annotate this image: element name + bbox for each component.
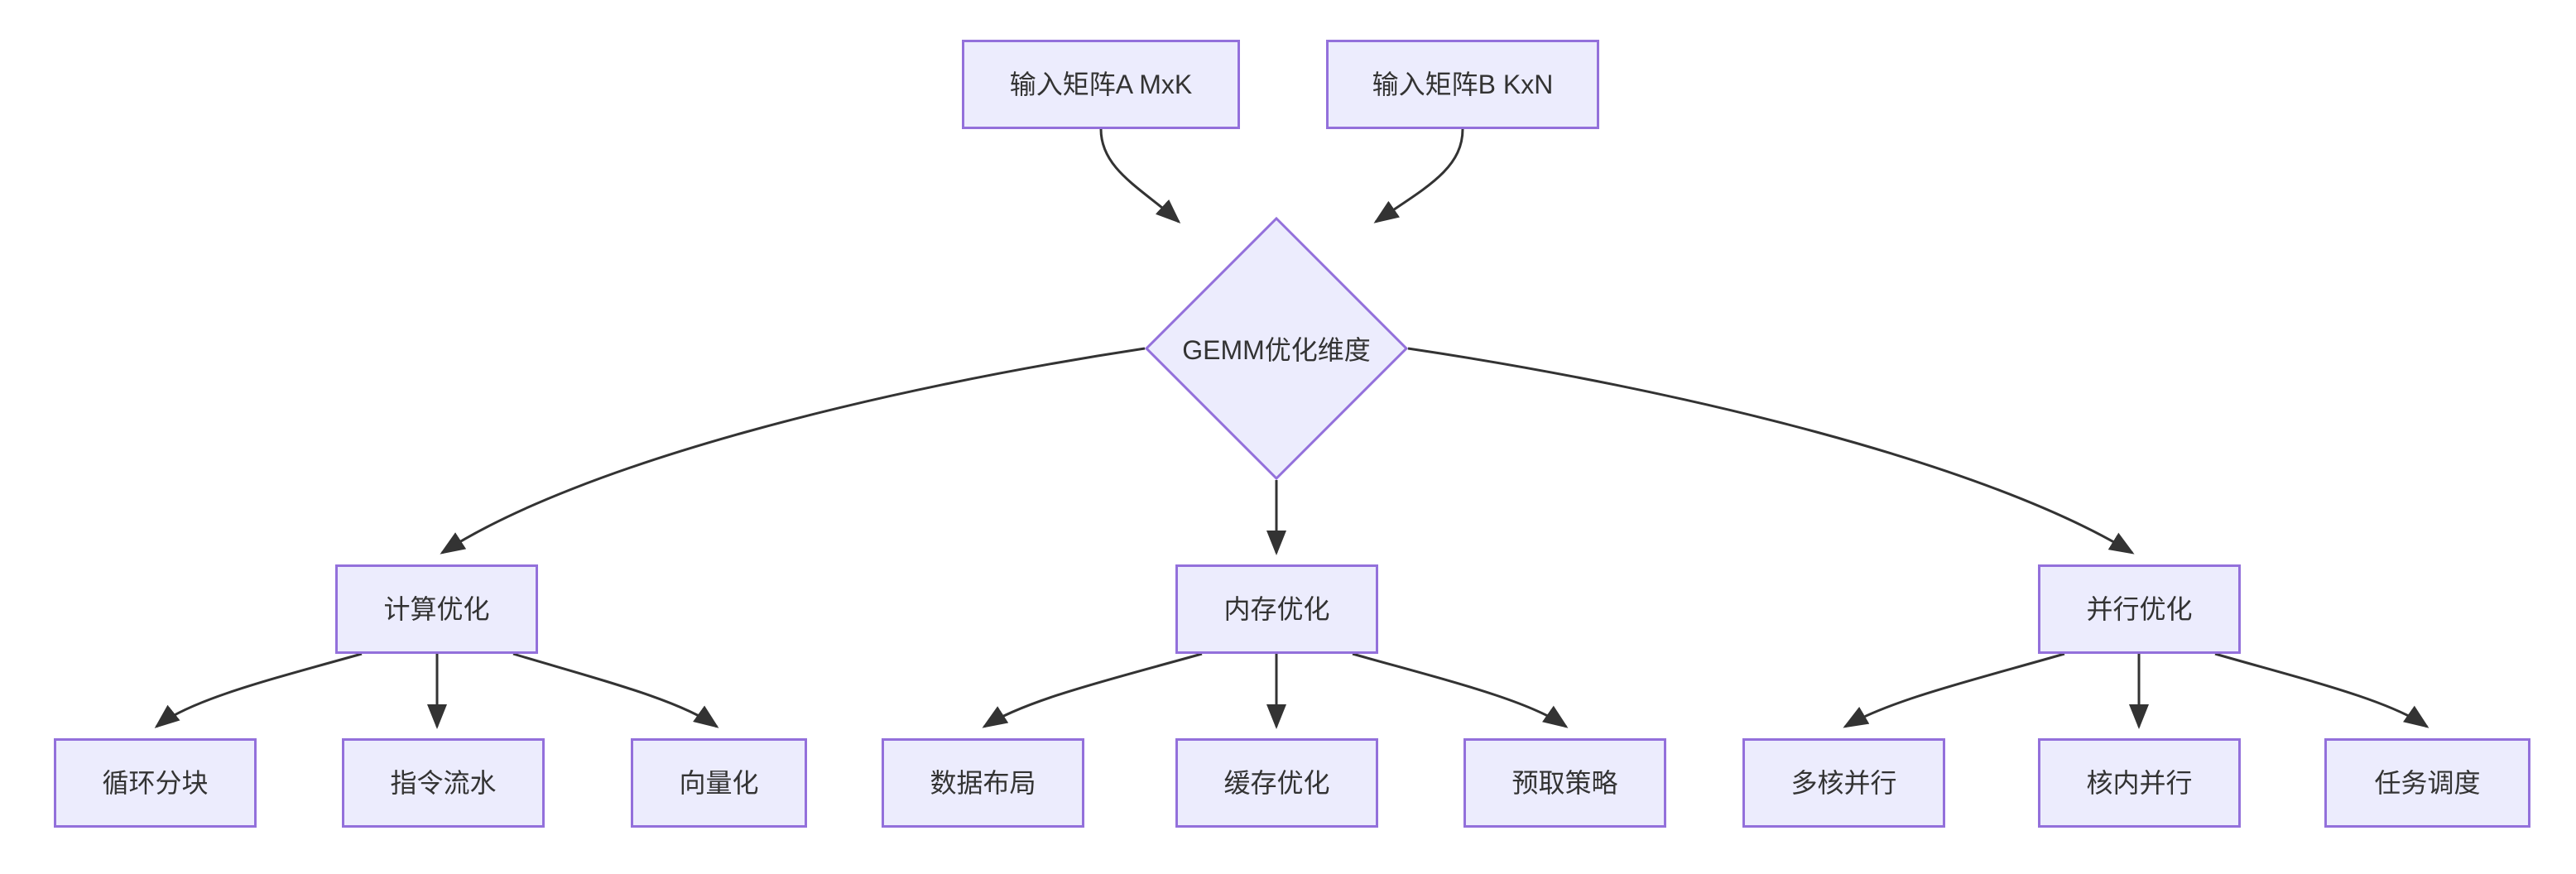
node-pipeline[interactable]: 指令流水 [342,738,545,828]
node-compute[interactable]: 计算优化 [335,564,538,654]
edge-inputA-to-gemm [1099,128,1181,224]
node-gemm[interactable]: GEMM优化维度 [1145,217,1408,480]
node-inputA[interactable]: 输入矩阵A MxK [962,40,1240,129]
edge-inputB-to-gemm [1373,128,1464,223]
node-label-inputA: 输入矩阵A MxK [1009,69,1193,99]
edge-memory-to-prefetch [1352,652,1569,728]
node-label-parallel: 并行优化 [2086,593,2193,624]
node-label-schedule: 任务调度 [2374,767,2481,798]
node-parallel[interactable]: 并行优化 [2038,564,2241,654]
edge-gemm-to-compute [440,347,1146,555]
node-intracore[interactable]: 核内并行 [2038,738,2241,828]
node-vector[interactable]: 向量化 [631,738,807,828]
node-label-compute: 计算优化 [383,593,490,624]
node-label-cache: 缓存优化 [1223,767,1330,798]
diamond-shape-gemm [1145,217,1408,480]
node-label-inputB: 输入矩阵B KxN [1372,69,1554,99]
node-prefetch[interactable]: 预取策略 [1463,738,1666,828]
node-label-multicore: 多核并行 [1790,767,1897,798]
node-label-memory: 内存优化 [1223,593,1330,624]
node-inputB[interactable]: 输入矩阵B KxN [1326,40,1599,129]
edge-compute-to-vector [512,652,719,728]
node-label-vector: 向量化 [679,767,759,798]
edge-parallel-to-multicore [1843,652,2065,728]
node-layout[interactable]: 数据布局 [882,738,1084,828]
node-tiling[interactable]: 循环分块 [54,738,257,828]
node-label-intracore: 核内并行 [2086,767,2193,798]
edge-parallel-to-schedule [2214,652,2429,728]
edge-gemm-to-parallel [1407,347,2135,555]
node-cache[interactable]: 缓存优化 [1175,738,1378,828]
node-label-prefetch: 预取策略 [1511,767,1618,798]
node-schedule[interactable]: 任务调度 [2324,738,2530,828]
node-label-pipeline: 指令流水 [390,767,497,798]
node-memory[interactable]: 内存优化 [1175,564,1378,654]
node-label-layout: 数据布局 [930,767,1036,798]
edge-compute-to-tiling [154,652,363,728]
node-label-tiling: 循环分块 [102,767,209,798]
node-multicore[interactable]: 多核并行 [1742,738,1945,828]
edge-memory-to-layout [982,652,1203,728]
